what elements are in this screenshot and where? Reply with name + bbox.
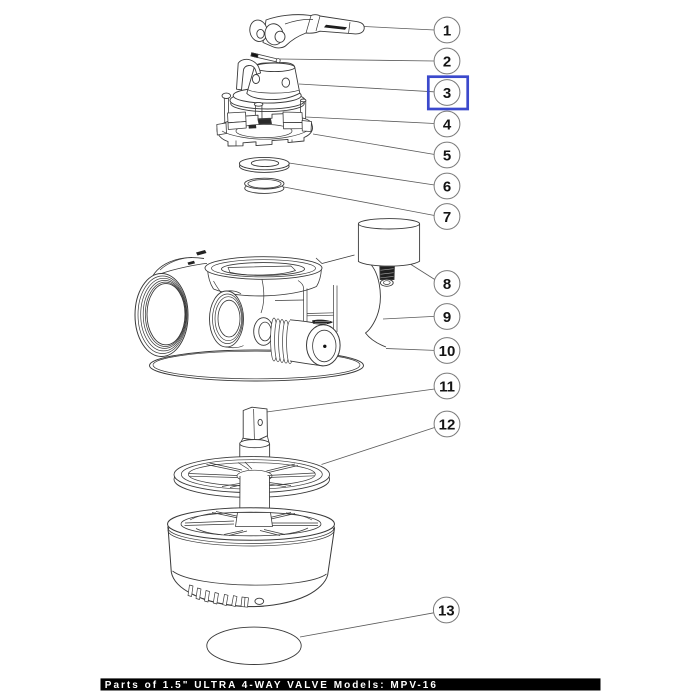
svg-text:6: 6 — [443, 178, 451, 195]
svg-text:9: 9 — [443, 309, 451, 326]
svg-text:7: 7 — [443, 209, 451, 226]
svg-text:2: 2 — [443, 53, 451, 70]
svg-text:13: 13 — [438, 602, 455, 619]
svg-text:11: 11 — [439, 378, 455, 395]
svg-text:Parts of 1.5" ULTRA 4-WAY VALV: Parts of 1.5" ULTRA 4-WAY VALVE Models: … — [105, 680, 438, 691]
svg-text:3: 3 — [443, 85, 451, 102]
svg-text:4: 4 — [443, 116, 452, 133]
svg-text:12: 12 — [439, 416, 456, 433]
svg-text:8: 8 — [443, 276, 451, 293]
svg-text:10: 10 — [439, 343, 456, 360]
svg-text:5: 5 — [443, 147, 451, 164]
svg-text:1: 1 — [443, 22, 451, 39]
